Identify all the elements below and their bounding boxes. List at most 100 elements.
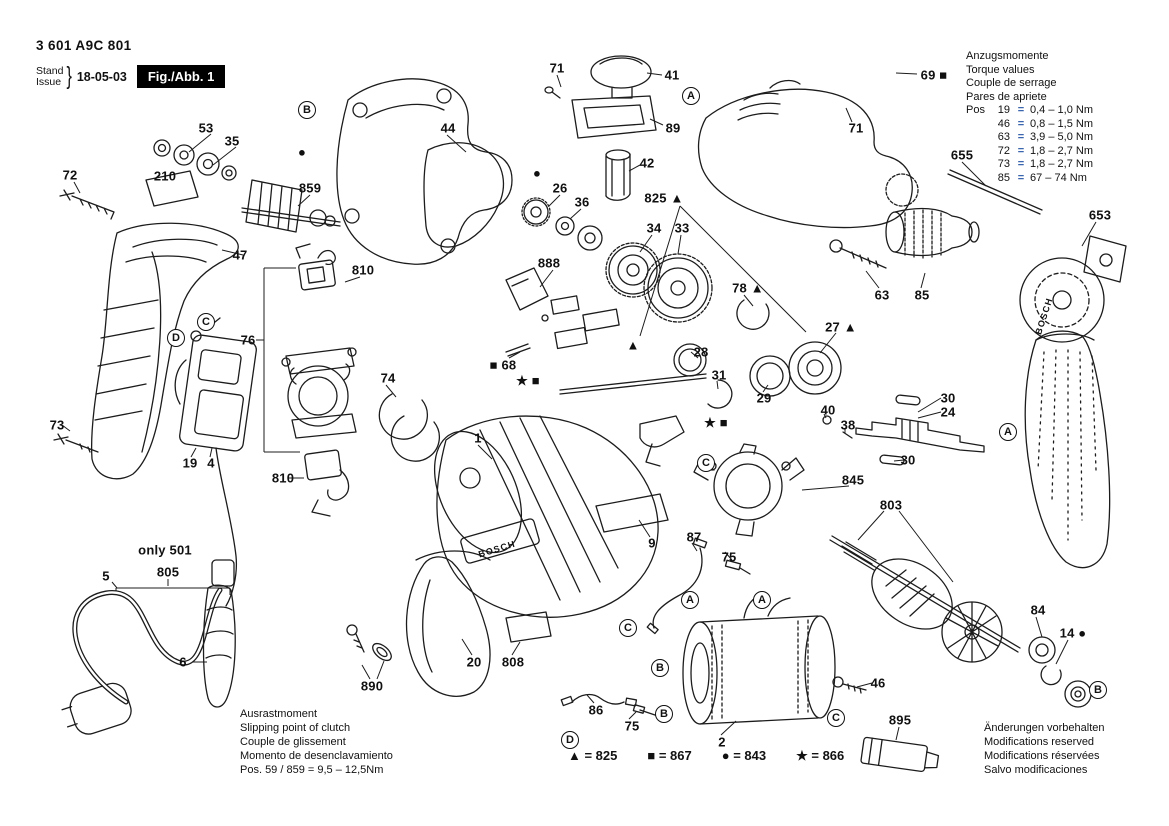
part-label-803: 803 [879, 497, 903, 513]
part-label-mark: ● [532, 165, 542, 181]
part-label-805: 805 [156, 564, 180, 580]
part-label-20: 20 [466, 654, 482, 670]
part-label-4: 4 [207, 455, 215, 471]
callout-D: D [167, 329, 185, 347]
symbol-legend: ▲ = 825■ = 867● = 843★ = 866 [568, 748, 844, 764]
part-label-655: 655 [950, 147, 974, 163]
part-label-mark: ★ ■ [704, 415, 728, 430]
part-label-47: 47 [232, 247, 248, 263]
part-label-34: 34 [646, 220, 662, 236]
torque-title: Couple de serrage [966, 77, 1057, 89]
part-label-29: 29 [756, 390, 772, 406]
part-label-30: 30 [940, 390, 956, 406]
clutch-note-line: Momento de desenclavamiento [240, 750, 393, 762]
part-label-63: 63 [874, 287, 890, 303]
callout-D: D [561, 731, 579, 749]
part-label-mark: ● [297, 144, 307, 160]
callout-C: C [697, 454, 715, 472]
t-eq: = [1017, 158, 1025, 170]
part-label-85: 85 [914, 287, 930, 303]
t-eq: = [1017, 171, 1025, 184]
callout-A: A [681, 591, 699, 609]
part-label-27: 27 ▲ [825, 319, 857, 335]
part-label-890: 890 [360, 678, 384, 694]
t-poslabel [966, 118, 993, 132]
clutch-note-line: Ausrastmoment [240, 708, 318, 720]
part-label-87: 87 [686, 529, 702, 545]
part-label-36: 36 [574, 194, 590, 210]
part-label-9: 9 [648, 535, 656, 551]
part-label-28: 28 [693, 344, 709, 360]
t-val: 0,4 – 1,0 Nm [1030, 104, 1093, 116]
callout-B: B [1089, 681, 1107, 699]
part-label-41: 41 [664, 67, 680, 83]
legend-item-825: ▲ = 825 [568, 748, 618, 763]
clutch-note-line: Slipping point of clutch [240, 722, 351, 734]
part-label-210: 210 [153, 168, 177, 184]
part-label-808: 808 [501, 654, 525, 670]
t-pos: 73 [997, 158, 1010, 170]
part-label-mark: ▲ [626, 337, 640, 353]
modifications-note-line: Salvo modificaciones [984, 764, 1088, 776]
t-pos: 63 [997, 131, 1010, 143]
part-label-5: 5 [102, 568, 110, 584]
legend-item-867: ■ = 867 [647, 748, 692, 763]
callout-C: C [197, 313, 215, 331]
t-poslabel [966, 172, 993, 186]
header: 3 601 A9C 801 Stand Issue } 18-05-03 Fig… [36, 38, 226, 91]
part-label-31: 31 [711, 367, 727, 383]
part-label-14: 14 ● [1059, 625, 1087, 641]
part-label-810: 810 [351, 262, 375, 278]
part-label-69: 69 ■ [920, 67, 948, 83]
part-label-26: 26 [552, 180, 568, 196]
part-label-30: 30 [900, 452, 916, 468]
part-label-46: 46 [870, 675, 886, 691]
part-label-42: 42 [639, 155, 655, 171]
clutch-note-line: Couple de glissement [240, 736, 346, 748]
torque-title: Pares de apriete [966, 90, 1047, 103]
part-label-825: 825 ▲ [644, 190, 684, 206]
t-poslabel [966, 131, 993, 145]
torque-row-72: 72=1,8 – 2,7 Nm [966, 145, 1093, 159]
part-label-73: 73 [49, 417, 65, 433]
callout-A: A [999, 423, 1017, 441]
torque-row-73: 73=1,8 – 2,7 Nm [966, 158, 1093, 172]
t-eq: = [1017, 117, 1025, 130]
part-label-24: 24 [940, 404, 956, 420]
t-eq: = [1017, 131, 1025, 143]
modifications-note-line: Änderungen vorbehalten [984, 722, 1105, 734]
part-label-78: 78 ▲ [732, 280, 764, 296]
torque-title: Anzugsmomente [966, 50, 1049, 62]
part-label-75: 75 [624, 718, 640, 734]
part-label-888: 888 [537, 255, 561, 271]
part-label-895: 895 [888, 712, 912, 728]
t-val: 67 – 74 Nm [1030, 171, 1087, 184]
t-pos: 85 [997, 171, 1010, 184]
part-label-84: 84 [1030, 602, 1046, 618]
part-outlines [53, 55, 1127, 773]
clutch-note-line: Pos. 59 / 859 = 9,5 – 12,5Nm [240, 764, 384, 776]
torque-title: Torque values [966, 63, 1035, 76]
part-label-53: 53 [198, 120, 214, 136]
t-poslabel: Pos [966, 104, 985, 116]
part-label-19: 19 [182, 455, 198, 471]
part-label-40: 40 [820, 402, 836, 418]
modifications-note-line: Modifications reserved [984, 736, 1095, 748]
part-label-74: 74 [380, 370, 396, 386]
part-label-845: 845 [841, 472, 865, 488]
callout-C: C [619, 619, 637, 637]
stand-issue-label: Stand Issue [36, 64, 64, 88]
figure-label-box: Fig./Abb. 1 [136, 65, 226, 88]
torque-row-85: 85 = 67 – 74 Nm [966, 172, 1093, 186]
t-pos: 72 [997, 144, 1010, 157]
part-label-35: 35 [224, 133, 240, 149]
part-label-71: 71 [549, 60, 565, 76]
part-label-38: 38 [840, 417, 856, 433]
callout-C: C [827, 709, 845, 727]
part-label-1: 1 [474, 430, 482, 446]
part-label-653: 653 [1088, 207, 1112, 223]
